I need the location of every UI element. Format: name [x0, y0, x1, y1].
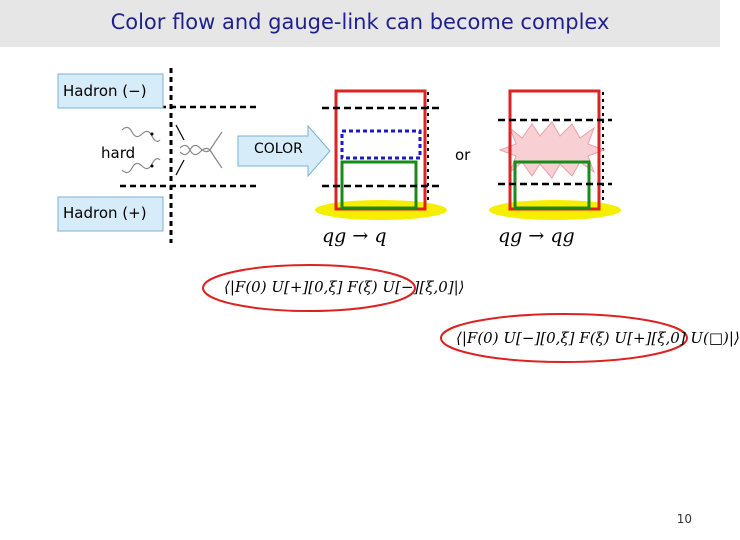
gluon-left-top [121, 126, 161, 142]
right-process-label: qg → qg [498, 225, 575, 247]
gluon-right-bottom [179, 144, 223, 169]
title-bar [0, 0, 720, 47]
slide-title: Color flow and gauge-link can become com… [110, 10, 610, 34]
gluon-right-top [179, 131, 223, 156]
gluon-left-bottom [121, 158, 161, 174]
middle-process-label: qg → q [322, 225, 387, 247]
hard-label: hard [101, 144, 136, 162]
page-number: 10 [676, 512, 692, 526]
quark-arrow-1 [175, 124, 185, 141]
formula-1: ⟨|F(0) U[+][0,ξ] F(ξ) U[−][ξ,0]|⟩ [224, 278, 465, 296]
color-arrow-label: COLOR [254, 141, 303, 157]
hadron-minus-label: Hadron (−) [63, 82, 147, 100]
formula-2: ⟨|F(0) U[−][0,ξ] F(ξ) U[+][ξ,0] U(□)|⟩ [456, 329, 740, 347]
hadron-plus-box [57, 196, 164, 232]
quark-arrow-2 [175, 159, 185, 176]
middle-diagram [315, 89, 447, 220]
or-label: or [455, 146, 471, 164]
diagram-canvas [57, 68, 688, 363]
hadron-minus-box [57, 73, 164, 109]
middle-blue-dashed-box [340, 129, 422, 160]
formula-2-ellipse [440, 313, 688, 363]
formula-1-ellipse [202, 264, 416, 312]
hadron-plus-label: Hadron (+) [63, 204, 147, 222]
color-arrow [237, 124, 331, 178]
vertex-dot [150, 132, 154, 136]
vertex-dot [150, 164, 154, 168]
right-diagram [489, 89, 621, 220]
